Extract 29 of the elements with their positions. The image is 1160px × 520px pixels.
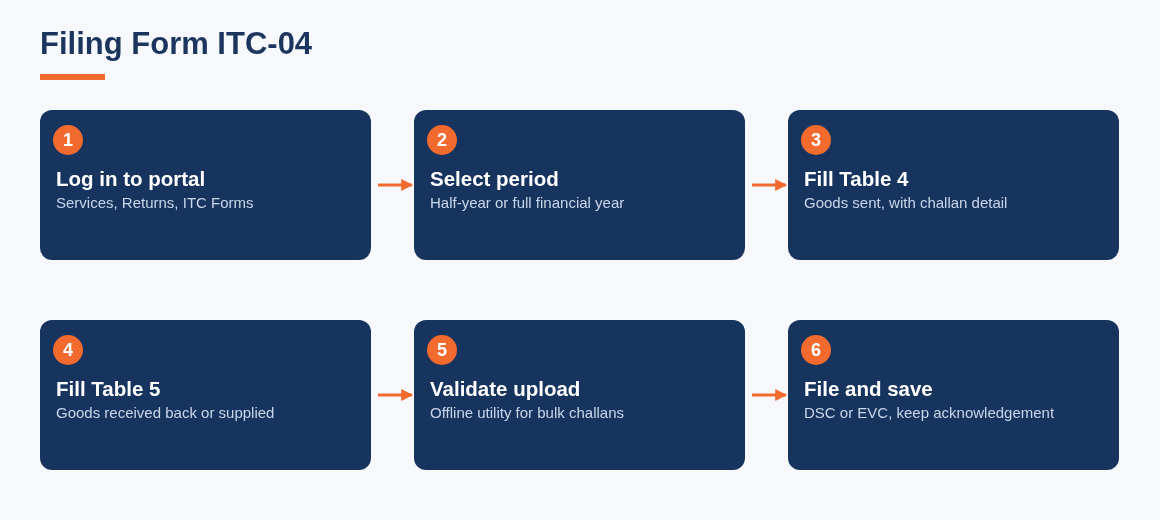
step-number-badge: 5 — [427, 335, 457, 365]
step-heading: Select period — [430, 167, 559, 191]
step-number-badge: 4 — [53, 335, 83, 365]
step-card — [40, 320, 371, 470]
step-card — [788, 320, 1119, 470]
step-heading: File and save — [804, 377, 933, 401]
step-card — [414, 320, 745, 470]
step-description: Goods received back or supplied — [56, 404, 276, 421]
step-card — [414, 110, 745, 260]
step-description: DSC or EVC, keep acknowledgement — [804, 404, 1056, 421]
step-description: Offline utility for bulk challans — [430, 404, 625, 421]
step-heading: Log in to portal — [56, 167, 206, 191]
arrow — [752, 389, 788, 401]
step-description: Goods sent, with challan detail — [804, 194, 1009, 211]
step-number-badge: 3 — [801, 125, 831, 155]
step-heading: Fill Table 5 — [56, 377, 161, 401]
step-heading: Fill Table 4 — [804, 167, 909, 191]
step-card — [40, 110, 371, 260]
arrow — [378, 389, 414, 401]
step-card — [788, 110, 1119, 260]
step-heading: Validate upload — [430, 377, 581, 401]
title: Filing Form ITC-04 — [40, 26, 313, 62]
step-number-badge: 6 — [801, 335, 831, 365]
arrow — [752, 179, 788, 191]
step-number-badge: 1 — [53, 125, 83, 155]
arrow — [378, 179, 414, 191]
step-description: Half-year or full financial year — [430, 194, 626, 211]
step-description: Services, Returns, ITC Forms — [56, 194, 255, 211]
step-number-badge: 2 — [427, 125, 457, 155]
